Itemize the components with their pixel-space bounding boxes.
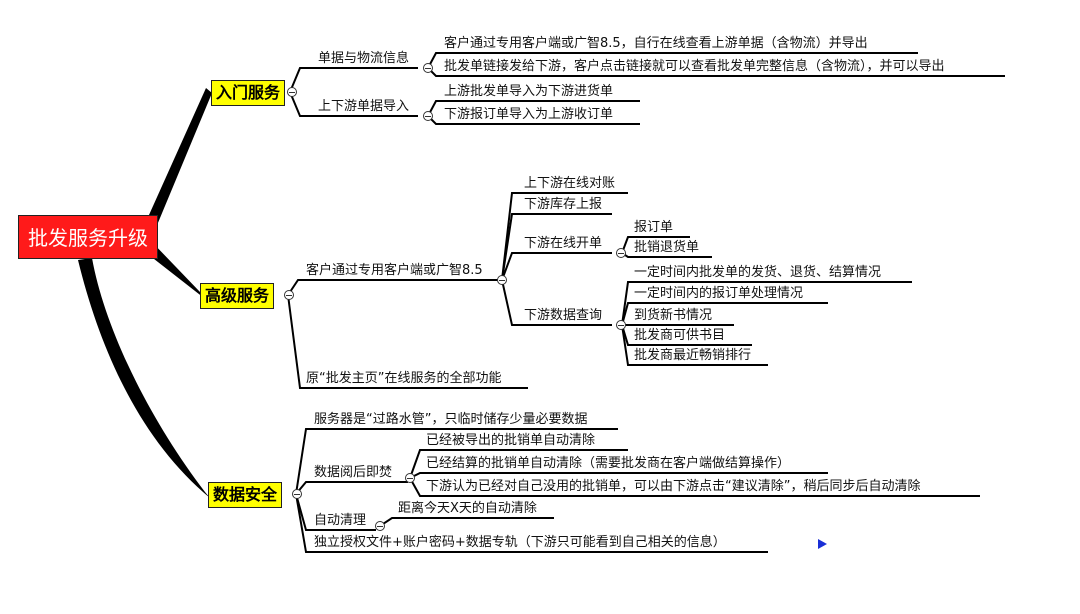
leaf-exported-cleared[interactable]: 已经被导出的批销单自动清除 [426, 433, 596, 448]
leaf-query-bestsellers[interactable]: 批发商最近畅销排行 [634, 348, 752, 363]
subtopic-doc-import[interactable]: 上下游单据导入 [318, 99, 410, 114]
play-arrow-icon[interactable] [818, 539, 827, 549]
topic-entry-service[interactable]: 入门服务 [211, 80, 286, 106]
collapse-toggle-icon[interactable] [616, 248, 626, 258]
leaf-upstream-to-purchase[interactable]: 上游批发单导入为下游进货单 [444, 84, 614, 99]
subtopic-client-access[interactable]: 客户通过专用客户端或广智8.5 [306, 263, 483, 278]
subtopic-legacy-homepage[interactable]: 原“批发主页”在线服务的全部功能 [306, 371, 502, 386]
topic-advanced-service[interactable]: 高级服务 [200, 283, 275, 309]
leaf-query-new-books[interactable]: 到货新书情况 [634, 308, 713, 323]
collapse-toggle-icon[interactable] [287, 87, 297, 97]
collapse-toggle-icon[interactable] [616, 320, 626, 330]
leaf-query-catalog[interactable]: 批发商可供书目 [634, 328, 726, 343]
collapse-toggle-icon[interactable] [284, 290, 294, 300]
thin-branches [287, 52, 1005, 553]
subtopic-server-pipe[interactable]: 服务器是“过路水管”，只临时储存少量必要数据 [314, 412, 588, 427]
collapse-toggle-icon[interactable] [405, 473, 415, 483]
subtopic-data-query[interactable]: 下游数据查询 [524, 308, 603, 323]
leaf-downstream-suggest-clear[interactable]: 下游认为已经对自己没用的批销单，可以由下游点击“建议清除”，稍后同步后自动清除 [426, 479, 921, 494]
collapse-toggle-icon[interactable] [497, 275, 507, 285]
leaf-query-orders[interactable]: 一定时间内的报订单处理情况 [634, 286, 804, 301]
subtopic-online-order[interactable]: 下游在线开单 [524, 236, 603, 251]
leaf-downstream-to-order[interactable]: 下游报订单导入为上游收订单 [444, 107, 614, 122]
leaf-order-report[interactable]: 报订单 [634, 220, 674, 235]
subtopic-doc-logistics[interactable]: 单据与物流信息 [318, 51, 410, 66]
root-node[interactable]: 批发服务升级 [18, 215, 158, 259]
collapse-toggle-icon[interactable] [423, 63, 433, 73]
leaf-settled-cleared[interactable]: 已经结算的批销单自动清除（需要批发商在客户端做结算操作） [426, 456, 791, 471]
leaf-view-upstream-docs[interactable]: 客户通过专用客户端或广智8.5，自行在线查看上游单据（含物流）并导出 [444, 36, 868, 51]
leaf-stock-report[interactable]: 下游库存上报 [524, 197, 603, 212]
leaf-share-wholesale-link[interactable]: 批发单链接发给下游，客户点击链接就可以查看批发单完整信息（含物流），并可以导出 [444, 59, 945, 74]
collapse-toggle-icon[interactable] [292, 489, 302, 499]
leaf-x-days-cleared[interactable]: 距离今天X天的自动清除 [398, 501, 537, 516]
subtopic-burn-after-reading[interactable]: 数据阅后即焚 [314, 465, 393, 480]
subtopic-auto-cleanup[interactable]: 自动清理 [314, 513, 367, 528]
collapse-toggle-icon[interactable] [375, 521, 385, 531]
thick-branches [78, 88, 212, 498]
leaf-query-shipments[interactable]: 一定时间内批发单的发货、退货、结算情况 [634, 265, 882, 280]
topic-data-security[interactable]: 数据安全 [208, 482, 283, 508]
collapse-toggle-icon[interactable] [423, 111, 433, 121]
subtopic-auth-channel[interactable]: 独立授权文件+账户密码+数据专轨（下游只可能看到自己相关的信息） [314, 535, 726, 550]
leaf-return-slip[interactable]: 批销退货单 [634, 240, 700, 255]
leaf-online-reconcile[interactable]: 上下游在线对账 [524, 176, 616, 191]
